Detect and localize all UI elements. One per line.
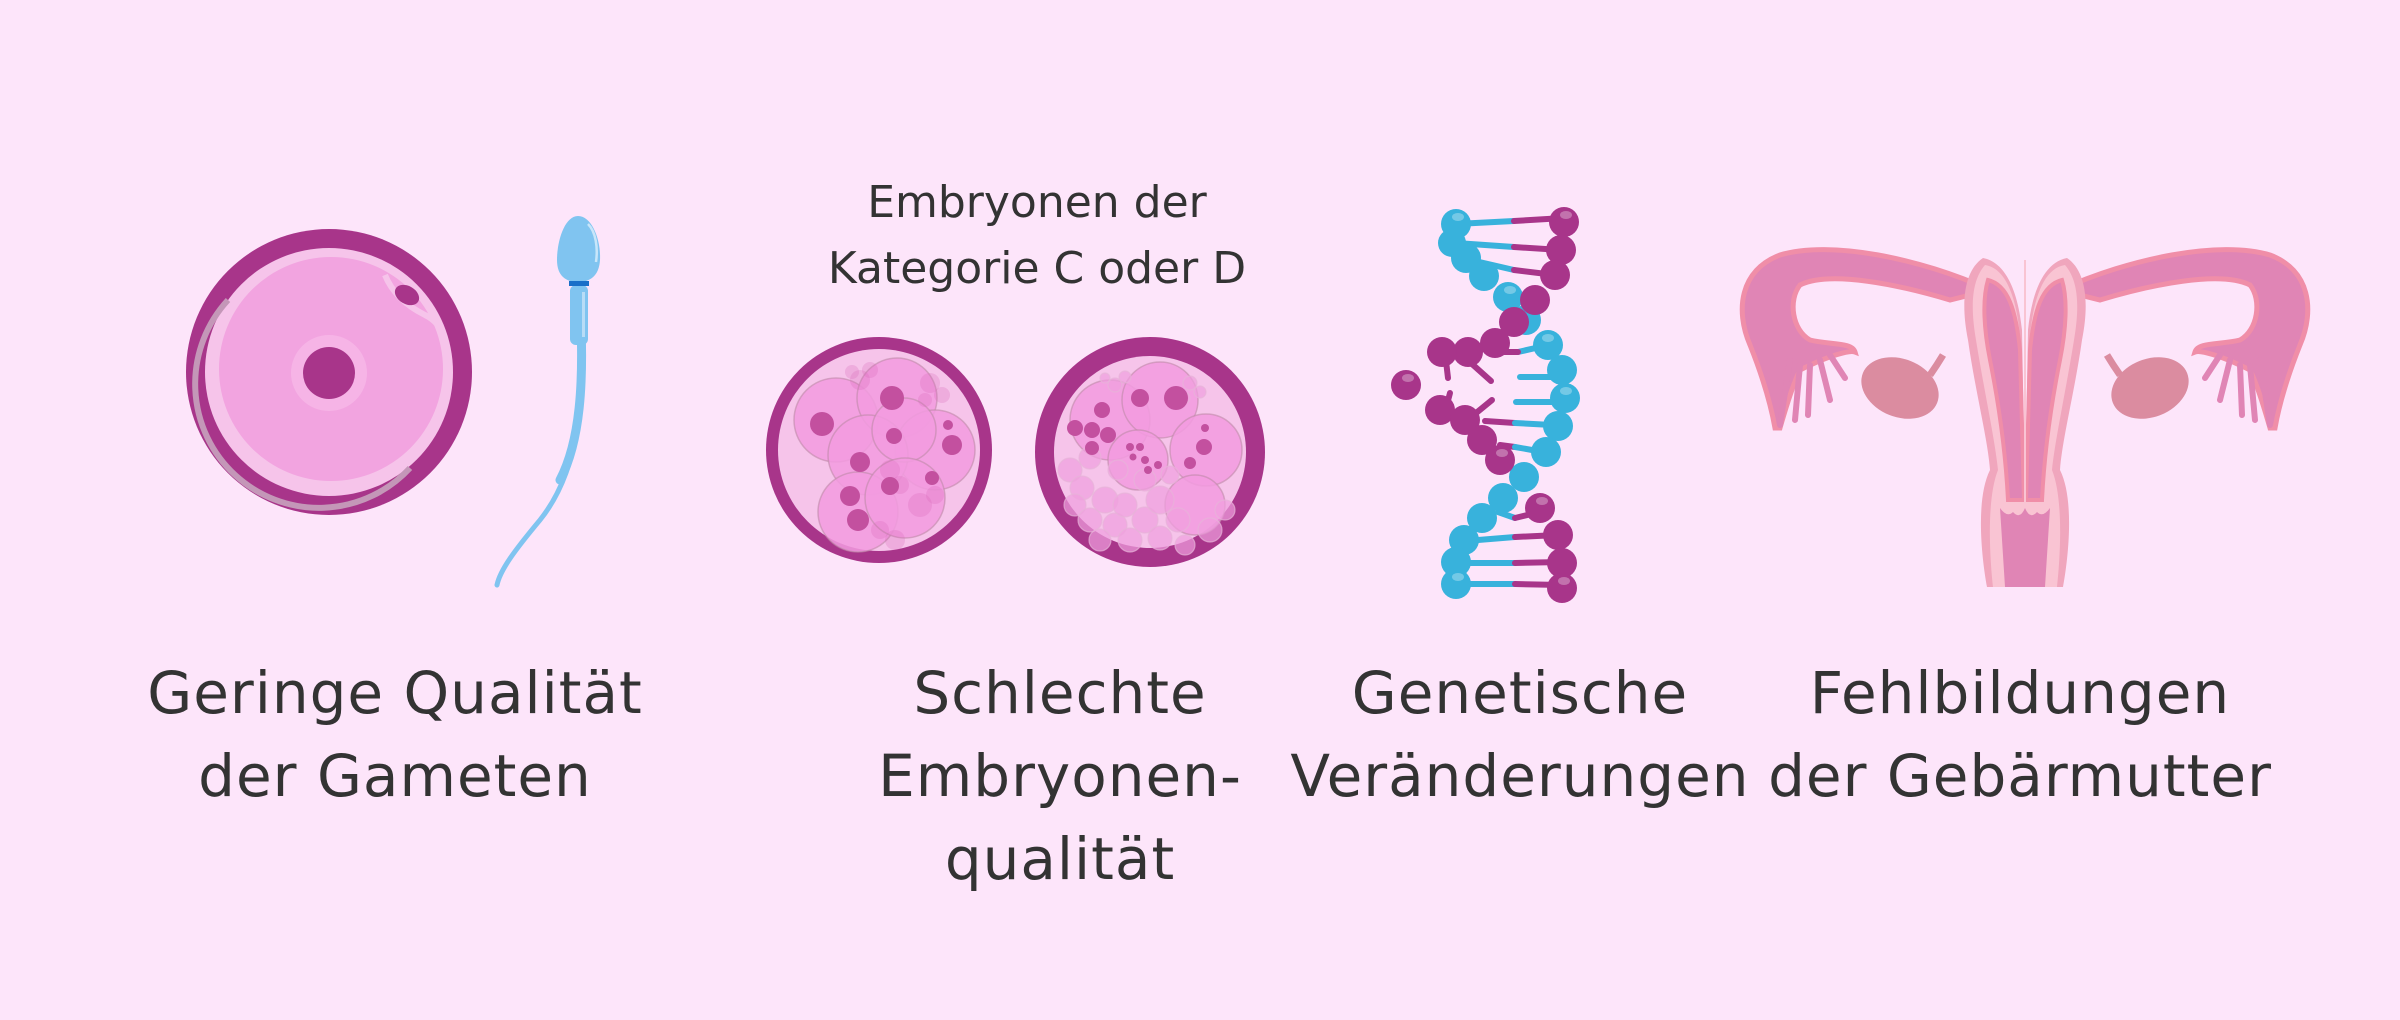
caption-embryo-line-2: Embryonen- (878, 742, 1242, 810)
caption-genetic-line-1: Genetische (1351, 659, 1689, 727)
embryo-icon-1 (766, 337, 992, 563)
caption-uterus-line-2: der Gebärmutter (1768, 742, 2272, 810)
subcaption-line-2: Kategorie C oder D (827, 243, 1247, 294)
caption-genetic-line-2: Veränderungen (1290, 742, 1750, 810)
caption-embryo-line-1: Schlechte (913, 659, 1207, 727)
sperm-icon (494, 216, 601, 588)
caption-gametes-line-2: der Gameten (198, 742, 592, 810)
subcaption-line-1: Embryonen der (867, 177, 1207, 228)
caption-gametes-line-1: Geringe Qualität (147, 659, 643, 727)
uterus-icon (1739, 247, 2311, 587)
subcaption-embryo-category: Embryonen der Kategorie C oder D (828, 170, 1246, 302)
caption-uterus: Fehlbildungen der Gebärmutter (1768, 652, 2272, 818)
egg-icon (186, 229, 472, 515)
caption-gametes: Geringe Qualität der Gameten (147, 652, 643, 818)
caption-embryo-quality: Schlechte Embryonen- qualität (878, 652, 1242, 901)
caption-embryo-line-3: qualität (944, 825, 1176, 893)
embryo-icon-2 (1035, 337, 1265, 567)
caption-genetic: Genetische Veränderungen (1290, 652, 1749, 818)
dna-helix-icon (1391, 207, 1580, 603)
caption-uterus-line-1: Fehlbildungen (1809, 659, 2231, 727)
